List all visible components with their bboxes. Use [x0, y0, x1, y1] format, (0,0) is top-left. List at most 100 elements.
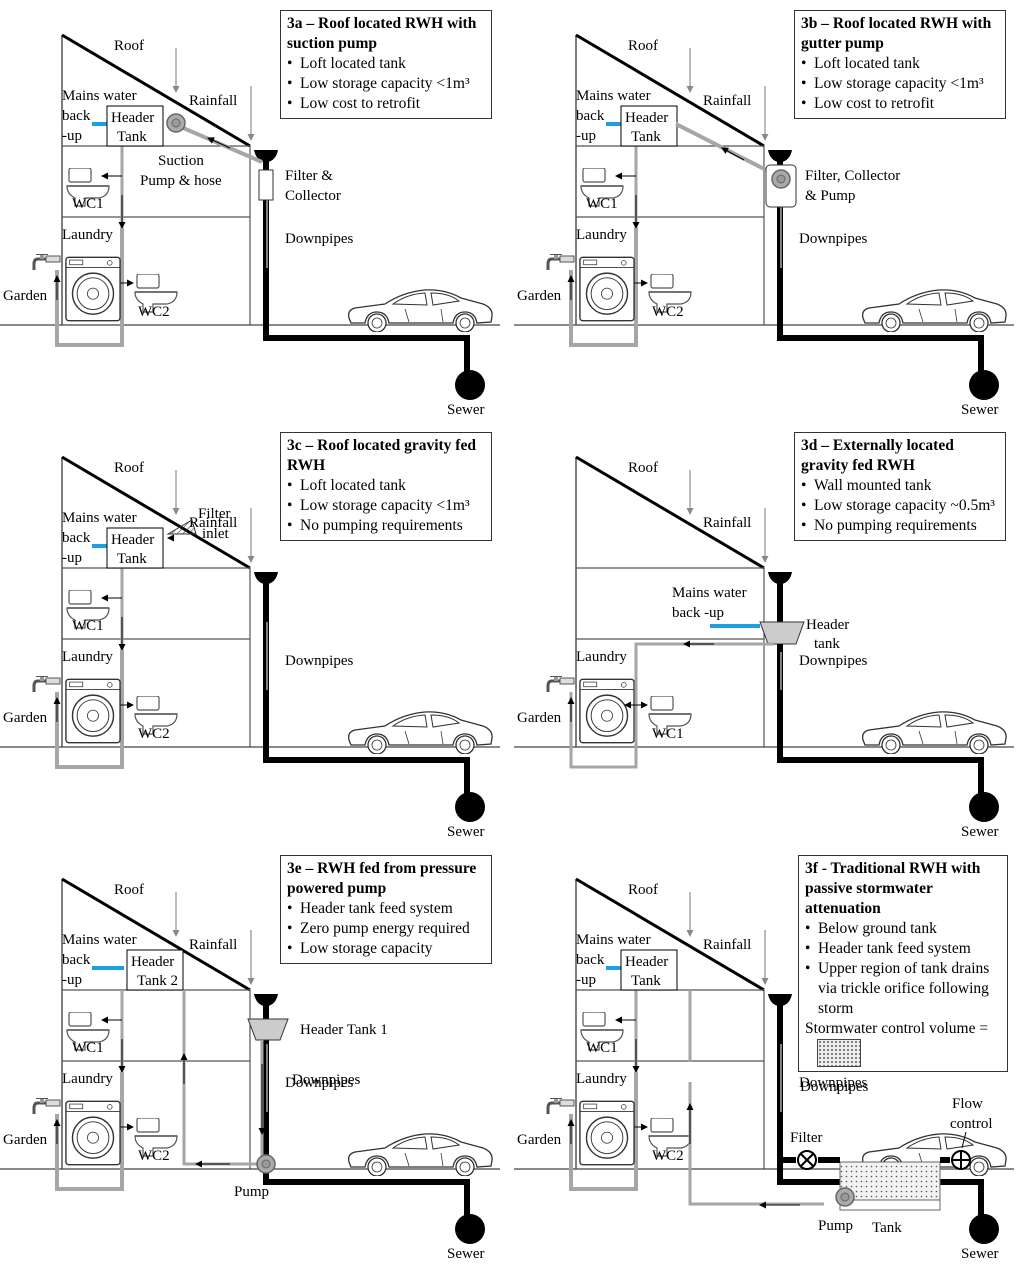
panel-3b: RoofRainfallWC1WC2LaundryGardenSewerDown… [514, 33, 1014, 418]
pump-icon [256, 1154, 276, 1174]
flow-control-icon [951, 1150, 971, 1170]
wc2-label: WC2 [138, 1148, 170, 1164]
mains-water-label: -up [62, 550, 82, 566]
panel-3f-title: 3f - Traditional RWH with passive stormw… [805, 860, 981, 917]
laundry-label: Laundry [576, 649, 627, 665]
tank-label: Tank [872, 1220, 902, 1236]
roof-line [575, 877, 765, 992]
header-tank-label: Tank [117, 129, 147, 145]
downpipes-label: Downpipes [799, 653, 867, 669]
wc1-label: WC1 [72, 1040, 104, 1056]
pump-label: Pump [818, 1218, 853, 1234]
rainfall-label: Rainfall [703, 515, 751, 531]
tap-icon [546, 254, 576, 272]
supply-pipe [569, 642, 774, 769]
mains-water-label: Mains water [62, 510, 137, 526]
mains-water-label: -up [576, 128, 596, 144]
garden-label: Garden [517, 1132, 562, 1148]
rainfall-label: Rainfall [189, 937, 237, 953]
panel-3f-bullet: Below ground tank [805, 919, 1001, 939]
pump-icon [835, 1187, 855, 1207]
mains-water-label: -up [62, 972, 82, 988]
sewer-label: Sewer [447, 1246, 485, 1262]
valve-icon [797, 1150, 817, 1170]
tap-icon [32, 676, 62, 694]
header-tank-label: Header [111, 110, 154, 126]
mains-water-label: Mains water [576, 932, 651, 948]
panel-3a-title: 3a – Roof located RWH with suction pump [287, 15, 477, 52]
downpipe [263, 1004, 470, 1224]
mains-water-label: Mains water [62, 88, 137, 104]
gutter-funnel-icon [768, 572, 792, 590]
sewer-label: Sewer [447, 402, 485, 418]
panel-3c-title: 3c – Roof located gravity fed RWH [287, 437, 476, 474]
car-icon [861, 289, 1007, 332]
tap-icon [32, 254, 62, 272]
pump-label: Pump [234, 1184, 269, 1200]
header-tank [620, 105, 678, 147]
downpipe [263, 582, 470, 802]
tap-icon [546, 676, 576, 694]
garden-label: Garden [517, 710, 562, 726]
mains-water-label: Mains water [576, 88, 651, 104]
header-tank [759, 621, 805, 645]
panel-3e: RoofRainfallWC1WC2LaundryGardenSewerDown… [0, 877, 500, 1262]
rainfall-label: Rainfall [189, 515, 237, 531]
filter-inlet-icon [166, 519, 197, 535]
filter-label: & Pump [805, 188, 855, 204]
pump-icon [771, 169, 791, 189]
roof-line [575, 455, 765, 570]
downpipes-label: Downpipes [799, 1075, 867, 1091]
panel-3f-bullet: Header tank feed system [805, 939, 1001, 959]
panel-3b-bullet: Low storage capacity <1m³ [801, 74, 999, 94]
wc1-label: WC1 [586, 1040, 618, 1056]
garden-label: Garden [517, 288, 562, 304]
wc1-label: WC1 [586, 196, 618, 212]
rainfall-label: Rainfall [189, 93, 237, 109]
panel-3d-title: 3d – Externally located gravity fed RWH [801, 437, 954, 474]
sewer-icon [455, 370, 485, 400]
panel-3c-bullet: Loft located tank [287, 476, 485, 496]
filter-label: Collector [285, 188, 341, 204]
header-tank-label: Tank [631, 973, 661, 989]
panel-3b-bullets: Loft located tank Low storage capacity <… [801, 54, 999, 114]
panel-3b-bullet: Low cost to retrofit [801, 94, 999, 114]
filter-inlet-label: Filter [198, 506, 231, 522]
filter-label: Filter & [285, 168, 333, 184]
downpipe [777, 582, 984, 802]
header-tank-label: Header [111, 532, 154, 548]
gutter-funnel-icon [768, 994, 792, 1012]
panel-3b-bullet: Loft located tank [801, 54, 999, 74]
washing-machine-icon [65, 678, 121, 744]
header-tank-label: Header [625, 954, 668, 970]
roof-line [61, 33, 251, 148]
roof-label: Roof [114, 882, 144, 898]
filter-label: Filter, Collector [805, 168, 900, 184]
roof-label: Roof [114, 38, 144, 54]
mains-water-label: back [62, 952, 91, 968]
mains-water-label: back [62, 530, 91, 546]
filter-inlet-label: inlet [202, 526, 229, 542]
panel-3b-info-box: 3b – Roof located RWH with gutter pump L… [794, 10, 1006, 119]
panel-3f-bullet: Upper region of tank drains via trickle … [805, 959, 1001, 1019]
washing-machine-icon [65, 1100, 121, 1166]
rainfall-label: Rainfall [703, 93, 751, 109]
panel-3f-info-box: 3f - Traditional RWH with passive stormw… [798, 855, 1008, 1072]
panel-3e-bullet: Low storage capacity [287, 939, 485, 959]
sewer-label: Sewer [447, 824, 485, 840]
laundry-label: Laundry [576, 1071, 627, 1087]
rainfall-label: Rainfall [703, 937, 751, 953]
panel-3a: RoofRainfallWC1WC2LaundryGardenSewerDown… [0, 33, 500, 418]
panel-3f-bullets: Below ground tank Header tank feed syste… [805, 919, 1001, 1019]
panel-3f: RoofRainfallWC1WC2LaundryGardenSewerDown… [514, 877, 1014, 1262]
stormwater-volume-swatch [817, 1039, 861, 1067]
wc1-label: WC1 [72, 618, 104, 634]
flow-control-label: Flow [952, 1096, 983, 1112]
sewer-label: Sewer [961, 824, 999, 840]
hose-arrow [721, 147, 745, 161]
suction-pump-label: Pump & hose [140, 173, 222, 189]
downpipes-label: Downpipes [285, 231, 353, 247]
garden-label: Garden [3, 1132, 48, 1148]
panel-3e-bullet: Header tank feed system [287, 899, 485, 919]
wc2-label: WC2 [652, 1148, 684, 1164]
